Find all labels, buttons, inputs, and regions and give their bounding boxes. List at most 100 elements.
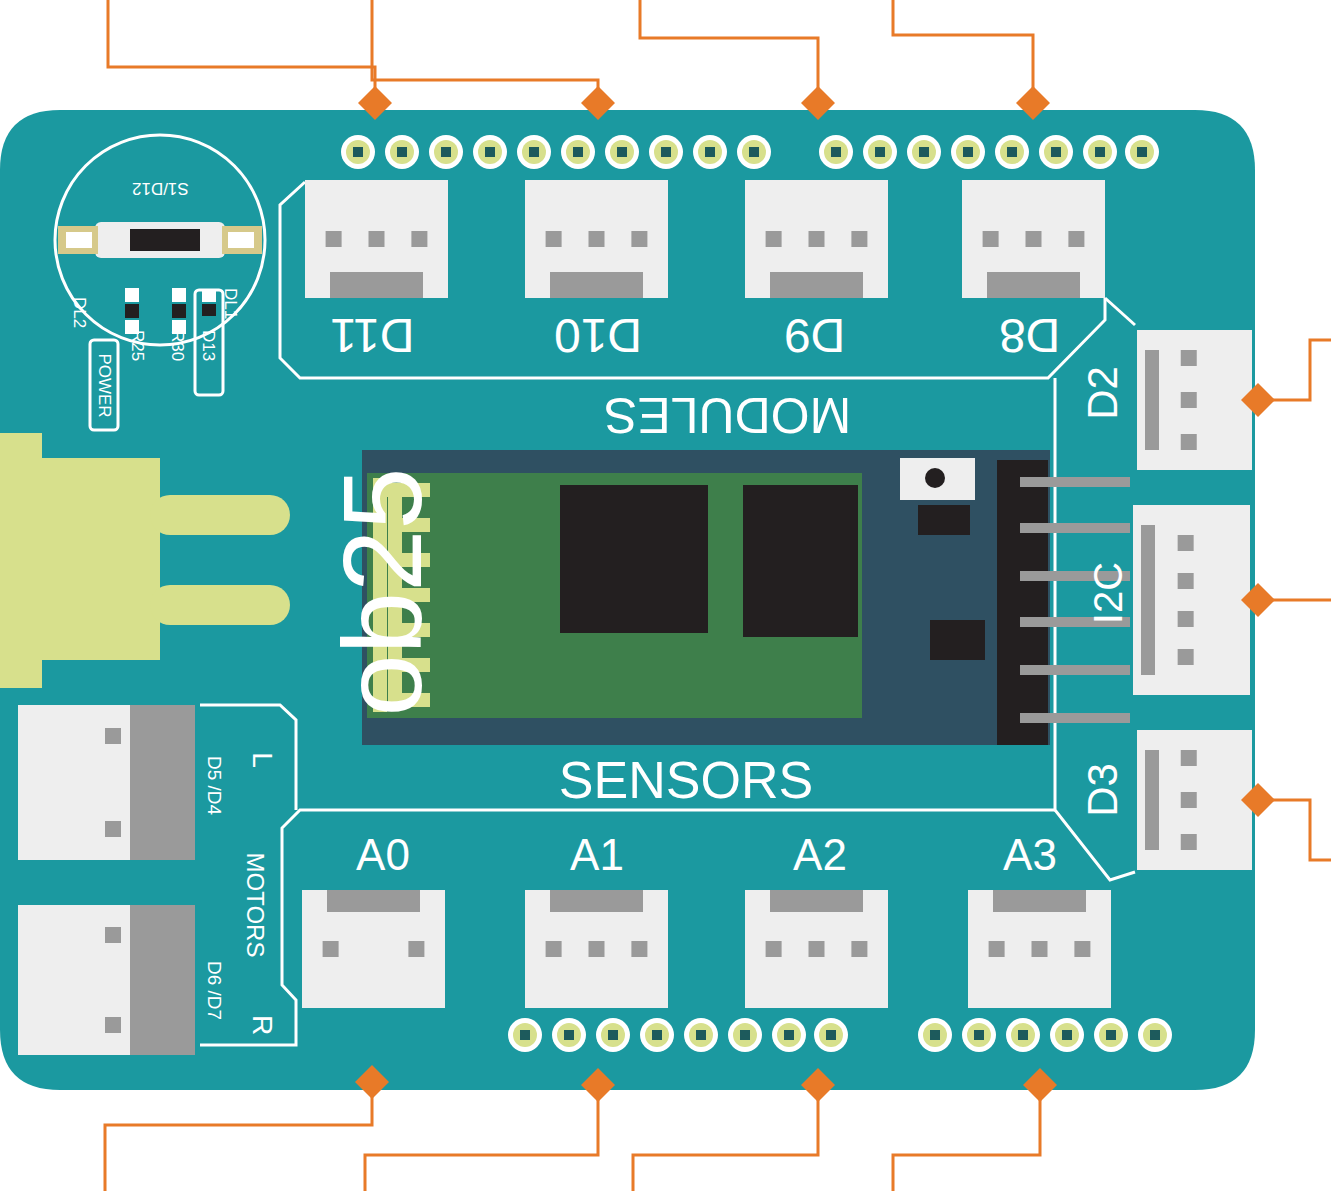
connector-pin xyxy=(851,941,867,957)
power-jack xyxy=(0,433,290,688)
pin-pad xyxy=(1044,140,1068,164)
pin-pad xyxy=(733,1023,757,1047)
pin-ring xyxy=(819,135,853,169)
pin-pad xyxy=(557,1023,581,1047)
module-pin xyxy=(1020,665,1130,675)
connector-body xyxy=(305,180,448,298)
jst-connector xyxy=(302,890,445,1008)
button xyxy=(900,458,975,500)
connector-pin xyxy=(546,231,562,247)
group-label: MOTORS xyxy=(243,853,267,958)
connector-pin xyxy=(766,231,782,247)
pin-ring xyxy=(737,135,771,169)
module-board xyxy=(362,450,1050,745)
pin-pad xyxy=(698,140,722,164)
group-label: SENSORS xyxy=(559,754,813,806)
pin-name: A1 xyxy=(570,833,624,877)
connector-latch xyxy=(993,890,1086,912)
pin-name: D5 /D4 xyxy=(205,755,224,814)
header-pin xyxy=(1039,135,1073,169)
callout-marker xyxy=(1241,583,1275,617)
pin-pad xyxy=(390,140,414,164)
pin-hole xyxy=(705,147,715,157)
pin-name: A0 xyxy=(356,833,410,877)
pin-ring xyxy=(517,135,551,169)
pin-ring xyxy=(429,135,463,169)
header-pin xyxy=(863,135,897,169)
pin-hole xyxy=(740,1030,750,1040)
connector-pin xyxy=(323,941,339,957)
pin-hole xyxy=(608,1030,618,1040)
jack-prong xyxy=(150,495,290,535)
connector-pin xyxy=(411,231,427,247)
header-pin xyxy=(1138,1018,1172,1052)
bluetooth-module xyxy=(362,450,1050,745)
pin-ring xyxy=(596,1018,630,1052)
pin-name: A2 xyxy=(793,833,847,877)
pin-ring xyxy=(649,135,683,169)
pin-name: D3 xyxy=(1082,763,1124,817)
pin-name: D8 xyxy=(999,311,1060,359)
pin-hole xyxy=(485,147,495,157)
leader-line xyxy=(105,1082,372,1191)
header-pin xyxy=(1050,1018,1084,1052)
pin-ring xyxy=(341,135,375,169)
pin-ring xyxy=(951,135,985,169)
pin-hole xyxy=(1095,147,1105,157)
leader-line xyxy=(893,0,1033,103)
connector-pin xyxy=(1181,792,1197,808)
header-pin xyxy=(1006,1018,1040,1052)
pin-hole xyxy=(875,147,885,157)
modules-outline xyxy=(1105,298,1135,325)
header-pin xyxy=(1094,1018,1128,1052)
connector-pin xyxy=(408,941,424,957)
pin-pad xyxy=(868,140,892,164)
pin-pad xyxy=(1099,1023,1123,1047)
pin-pad xyxy=(1055,1023,1079,1047)
jack-body xyxy=(0,433,160,688)
leader-line xyxy=(640,0,818,103)
callout-marker xyxy=(801,86,835,120)
pin-ring xyxy=(508,1018,542,1052)
connector-latch xyxy=(1145,750,1159,850)
connector-pin xyxy=(1181,434,1197,450)
resistor-symbol xyxy=(172,304,186,318)
pin-hole xyxy=(573,147,583,157)
connector-latch xyxy=(770,890,863,912)
callout-marker xyxy=(1016,86,1050,120)
module-pcb xyxy=(367,473,862,718)
led-outline xyxy=(90,340,118,430)
pin-pad xyxy=(645,1023,669,1047)
resistor-pad xyxy=(172,288,186,302)
generated-parts xyxy=(18,135,1252,1055)
sensors-outline xyxy=(200,810,1055,1045)
led-pad xyxy=(202,290,216,302)
led-pad xyxy=(125,288,139,302)
header-pin xyxy=(819,135,853,169)
connector-latch xyxy=(330,272,423,298)
module-pin xyxy=(1020,523,1130,533)
connector-pin xyxy=(851,231,867,247)
connector-pin xyxy=(1181,350,1197,366)
connector-body xyxy=(525,890,668,1008)
header-pin xyxy=(728,1018,762,1052)
pin-pad xyxy=(522,140,546,164)
connector-body xyxy=(18,905,195,1055)
pin-hole xyxy=(974,1030,984,1040)
solder-pad xyxy=(58,226,98,254)
component-label: R25 xyxy=(130,329,147,360)
leader-line xyxy=(365,1085,598,1191)
pcb-board xyxy=(0,110,1255,1090)
motor-side: R xyxy=(248,1015,276,1035)
pin-pad xyxy=(566,140,590,164)
pin-hole xyxy=(749,147,759,157)
motor-side: L xyxy=(248,752,276,768)
connector-pin xyxy=(1178,535,1194,551)
connector-pin xyxy=(589,231,605,247)
pin-hole xyxy=(397,147,407,157)
solder-pad xyxy=(66,232,92,248)
pin-pad xyxy=(1130,140,1154,164)
group-label: MODULES xyxy=(604,390,851,440)
led-outline xyxy=(195,290,223,395)
chip xyxy=(918,505,970,535)
